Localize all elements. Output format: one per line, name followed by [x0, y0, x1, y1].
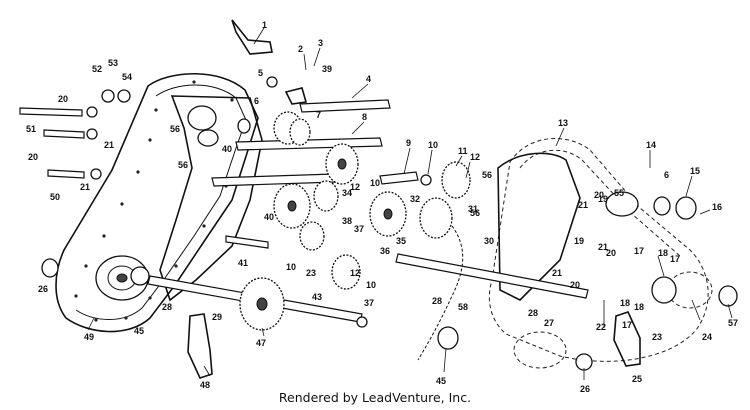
part-3: 3	[318, 38, 323, 48]
part-number-labels: 1 2 3 4 5 6 6 7 8 9 10 10 10 10 11 12 12…	[26, 20, 738, 394]
part-58: 58	[458, 302, 468, 312]
part-2: 2	[298, 44, 303, 54]
part-29: 29	[212, 312, 222, 322]
part-21e: 21	[552, 268, 562, 278]
part-4: 4	[366, 74, 371, 84]
part-10c: 10	[286, 262, 296, 272]
part-30: 30	[484, 236, 494, 246]
part-20d: 20	[606, 248, 616, 258]
credit-text: Rendered by LeadVenture, Inc.	[278, 390, 472, 405]
part-24: 24	[702, 332, 712, 342]
part-21: 21	[104, 140, 114, 150]
part-21d: 21	[598, 242, 608, 252]
part-14: 14	[646, 140, 656, 150]
part-28: 28	[162, 302, 172, 312]
part-40b: 40	[264, 212, 274, 222]
brackets	[187, 19, 641, 379]
part-17b: 17	[670, 254, 680, 264]
part-19: 19	[574, 236, 584, 246]
hardware	[41, 76, 738, 371]
part-43: 43	[312, 292, 322, 302]
part-20b: 20	[28, 152, 38, 162]
part-18: 18	[658, 248, 668, 258]
part-12: 12	[470, 152, 480, 162]
part-23b: 23	[652, 332, 662, 342]
part-28b: 28	[432, 296, 442, 306]
part-27: 27	[544, 318, 554, 328]
part-37b: 37	[364, 298, 374, 308]
part-32: 32	[410, 194, 420, 204]
part-13: 13	[558, 118, 568, 128]
part-10b: 10	[370, 178, 380, 188]
part-18b: 18	[620, 298, 630, 308]
part-56: 56	[170, 124, 180, 134]
part-7: 7	[316, 110, 321, 120]
part-41: 41	[238, 258, 248, 268]
part-39: 39	[322, 64, 332, 74]
part-10d: 10	[366, 280, 376, 290]
part-10: 10	[428, 140, 438, 150]
part-56b: 56	[178, 160, 188, 170]
part-36: 36	[380, 246, 390, 256]
part-56c: 56	[482, 170, 492, 180]
part-18c: 18	[634, 302, 644, 312]
part-20c: 20	[594, 190, 604, 200]
part-12b: 12	[350, 182, 360, 192]
part-57: 57	[728, 318, 738, 328]
part-21c: 21	[578, 200, 588, 210]
part-6b: 6	[664, 170, 669, 180]
part-6: 6	[254, 96, 259, 106]
part-34: 34	[342, 188, 352, 198]
right-chain-case	[488, 138, 713, 369]
part-40: 40	[222, 144, 232, 154]
part-12c: 12	[350, 268, 360, 278]
part-26: 26	[38, 284, 48, 294]
part-9: 9	[406, 138, 411, 148]
part-52: 52	[92, 64, 102, 74]
part-16: 16	[712, 202, 722, 212]
part-47: 47	[256, 338, 266, 348]
part-48: 48	[200, 380, 210, 390]
part-45: 45	[134, 326, 144, 336]
part-8: 8	[362, 112, 367, 122]
part-55: 55	[614, 188, 624, 198]
part-1: 1	[262, 20, 267, 30]
part-49: 49	[84, 332, 94, 342]
part-22: 22	[596, 322, 606, 332]
part-21b: 21	[80, 182, 90, 192]
part-25: 25	[632, 374, 642, 384]
part-19b: 19	[598, 194, 608, 204]
part-45b: 45	[436, 376, 446, 386]
gears	[239, 111, 471, 331]
part-31: 31	[468, 204, 478, 214]
part-50: 50	[50, 192, 60, 202]
part-37: 37	[354, 224, 364, 234]
part-38: 38	[342, 216, 352, 226]
part-17c: 17	[622, 320, 632, 330]
drive-chain	[417, 225, 464, 361]
part-35: 35	[396, 236, 406, 246]
part-20e: 20	[570, 280, 580, 290]
part-28c: 28	[528, 308, 538, 318]
part-54: 54	[122, 72, 132, 82]
part-11: 11	[458, 146, 468, 156]
part-15: 15	[690, 166, 700, 176]
part-20: 20	[58, 94, 68, 104]
part-51: 51	[26, 124, 36, 134]
part-5: 5	[258, 68, 263, 78]
part-56d: 56	[470, 208, 480, 218]
part-53: 53	[108, 58, 118, 68]
part-26b: 26	[580, 384, 590, 394]
part-17: 17	[634, 246, 644, 256]
leader-lines	[87, 27, 733, 380]
part-23: 23	[306, 268, 316, 278]
